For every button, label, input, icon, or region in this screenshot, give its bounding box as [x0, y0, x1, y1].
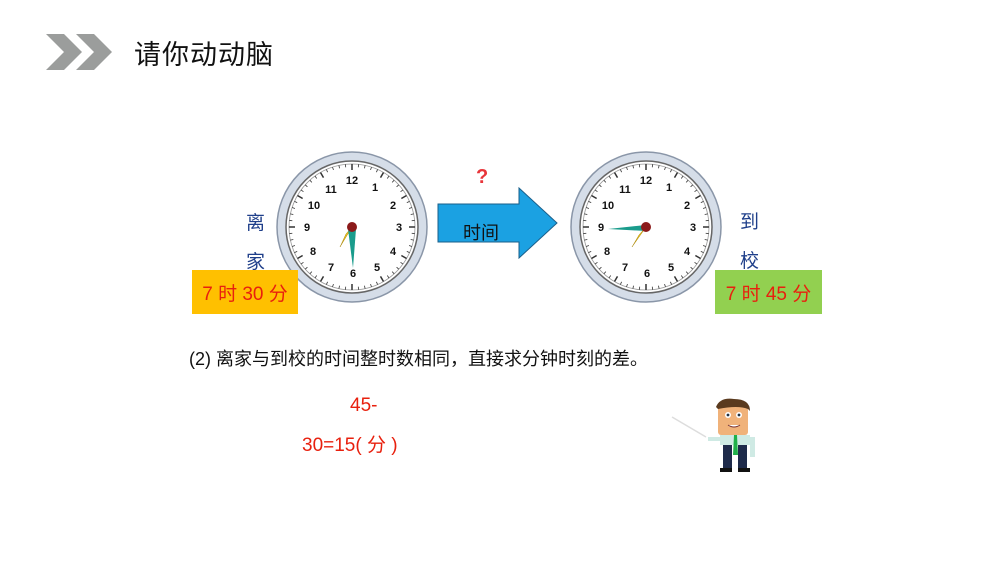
svg-text:9: 9 — [598, 222, 604, 234]
svg-text:1: 1 — [372, 182, 378, 194]
svg-text:10: 10 — [308, 200, 320, 212]
svg-text:11: 11 — [325, 184, 337, 196]
svg-text:6: 6 — [350, 268, 356, 280]
right-arrow-icon — [437, 187, 558, 259]
departure-time-label: 7 时 30 分 — [202, 283, 288, 305]
question-mark: ? — [476, 166, 489, 188]
svg-text:9: 9 — [304, 222, 310, 234]
svg-text:7: 7 — [622, 262, 628, 274]
right-label-char-1: 到 — [740, 211, 760, 233]
arrival-time-label: 7 时 45 分 — [725, 283, 812, 305]
departure-time-box: 7 时 30 分 — [192, 270, 298, 314]
double-chevron-right-icon — [46, 34, 112, 70]
svg-text:11: 11 — [619, 184, 631, 196]
svg-text:5: 5 — [374, 262, 380, 274]
svg-text:12: 12 — [346, 175, 358, 187]
equation-line-1: 45- — [350, 395, 378, 416]
left-label-char-1: 离 — [246, 212, 266, 234]
teacher-pointing-icon — [671, 398, 755, 472]
svg-text:8: 8 — [604, 246, 610, 258]
svg-text:2: 2 — [390, 200, 396, 212]
svg-text:2: 2 — [684, 200, 690, 212]
svg-text:7: 7 — [328, 262, 334, 274]
page-title: 请你动动脑 — [134, 40, 274, 71]
clock-departure: 12 12 3 45 6 78 9 10 11 — [276, 151, 428, 303]
svg-text:6: 6 — [644, 268, 650, 280]
arrow-label: 时间 — [463, 223, 499, 244]
equation-line-2: 30=15( 分 ) — [302, 435, 398, 456]
problem-description: (2) 离家与到校的时间整时数相同，直接求分钟时刻的差。 — [189, 349, 648, 369]
svg-text:3: 3 — [690, 222, 696, 234]
svg-text:3: 3 — [396, 222, 402, 234]
svg-text:12: 12 — [640, 175, 652, 187]
left-label-char-2: 家 — [246, 251, 266, 273]
svg-text:10: 10 — [602, 200, 614, 212]
svg-text:4: 4 — [390, 246, 397, 258]
clock-arrival: 12 12 3 45 6 78 9 10 11 — [570, 151, 722, 303]
svg-text:1: 1 — [666, 182, 672, 194]
arrival-time-box: 7 时 45 分 — [715, 270, 822, 314]
right-label-char-2: 校 — [740, 250, 760, 272]
svg-text:8: 8 — [310, 246, 316, 258]
svg-text:4: 4 — [684, 246, 691, 258]
svg-text:5: 5 — [668, 262, 674, 274]
